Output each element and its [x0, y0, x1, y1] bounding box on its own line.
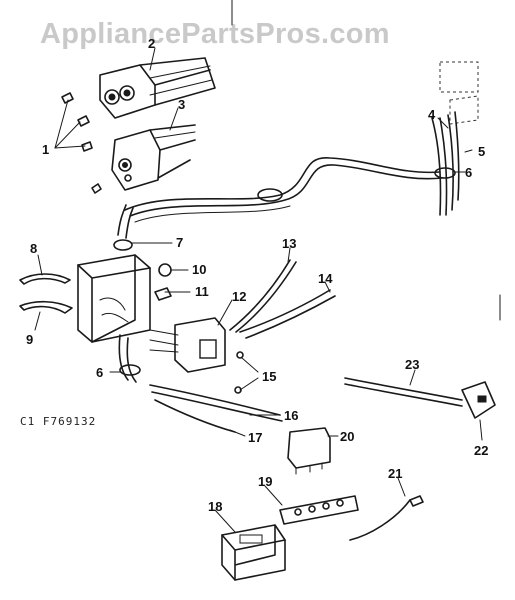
- sensor: [344, 377, 496, 419]
- callout-9: 9: [26, 332, 34, 347]
- callout-20: 20: [340, 429, 355, 444]
- cord: [349, 495, 424, 541]
- callout-16: 16: [284, 408, 299, 423]
- callout-23: 23: [405, 357, 420, 372]
- lower-wire-harness: [118, 334, 283, 433]
- switch-assembly: [149, 317, 244, 394]
- wires-13-14: [229, 259, 336, 339]
- element-terminal-block-upper: [99, 57, 216, 119]
- callout-21: 21: [388, 466, 403, 481]
- upper-right-terminal: [431, 61, 479, 216]
- callout-1: 1: [42, 142, 50, 157]
- callout-2: 2: [148, 36, 156, 51]
- callout-18: 18: [208, 499, 223, 514]
- callout-11: 11: [195, 284, 209, 299]
- callout-7: 7: [176, 235, 184, 250]
- element-terminal-block-lower: [111, 124, 196, 191]
- capacitor: [287, 427, 331, 475]
- diagram-caption: C1 F769132: [20, 415, 97, 428]
- main-wire-harness: [124, 157, 443, 223]
- junction-box: [19, 204, 172, 343]
- watermark-text: AppliancePartsPros.com: [40, 18, 390, 50]
- callout-3: 3: [178, 97, 186, 112]
- terminal-strip: [279, 495, 359, 525]
- screws: [54, 92, 102, 194]
- callout-6-lower: 6: [96, 365, 104, 380]
- callout-15: 15: [262, 369, 277, 384]
- leader-lines: [34, 47, 483, 533]
- callout-4: 4: [428, 107, 436, 122]
- callout-5: 5: [478, 144, 486, 159]
- callout-13: 13: [282, 236, 297, 251]
- callout-12: 12: [232, 289, 247, 304]
- callout-14: 14: [318, 271, 333, 286]
- callout-10: 10: [192, 262, 207, 277]
- transformer: [221, 524, 286, 581]
- callout-19: 19: [258, 474, 273, 489]
- callout-8: 8: [30, 241, 38, 256]
- callout-6-upper: 6: [465, 165, 473, 180]
- callout-22: 22: [474, 443, 489, 458]
- callout-17: 17: [248, 430, 263, 445]
